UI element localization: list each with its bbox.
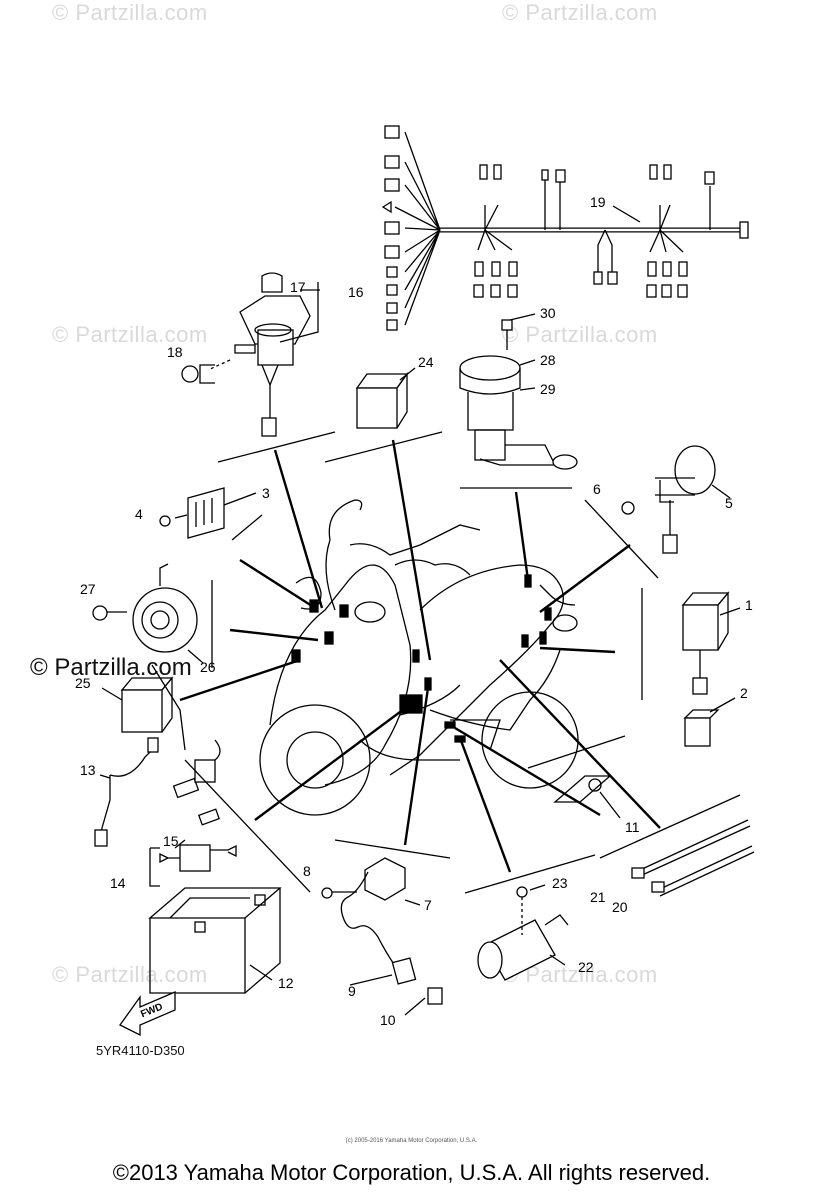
horn <box>92 563 204 664</box>
watermark: © Partzilla.com <box>52 322 208 347</box>
cable-ties <box>631 819 755 897</box>
fwd-arrow <box>119 991 176 1037</box>
watermark: © Partzilla.com <box>502 322 658 347</box>
scooter-outline <box>259 499 579 816</box>
callout-7: 7 <box>424 897 432 913</box>
callout-14: 14 <box>110 875 126 891</box>
callout-23: 23 <box>552 875 568 891</box>
callout-29: 29 <box>540 381 556 397</box>
watermark: © Partzilla.com <box>502 0 658 25</box>
callout-16: 16 <box>348 284 364 300</box>
watermark: © Partzilla.com <box>52 962 208 987</box>
callout-4: 4 <box>135 506 143 522</box>
callout-13: 13 <box>80 762 96 778</box>
copyright-small: (c) 2005-2016 Yamaha Motor Corporation, … <box>345 1138 478 1144</box>
rectifier-regulator <box>159 487 257 539</box>
callout-25: 25 <box>75 675 91 691</box>
sensor-plate <box>553 775 621 819</box>
fuel-sender <box>459 313 578 470</box>
callout-3: 3 <box>262 485 270 501</box>
flasher-relay <box>101 676 174 733</box>
relay <box>355 367 416 429</box>
callout-20: 20 <box>612 899 628 915</box>
callout-5: 5 <box>725 495 733 511</box>
diagram-code: 5YR4110-D350 <box>96 1043 185 1058</box>
watermark: © Partzilla.com <box>52 0 208 25</box>
leader-lines <box>179 439 661 873</box>
starter-relay <box>621 445 731 554</box>
callout-19: 19 <box>590 194 606 210</box>
copyright-footer: ©2013 Yamaha Motor Corporation, U.S.A. A… <box>112 1160 711 1185</box>
callout-18: 18 <box>167 344 183 360</box>
callout-8: 8 <box>303 863 311 879</box>
callout-9: 9 <box>348 983 356 999</box>
watermark-mark: © Partzilla.com <box>30 654 192 681</box>
callout-24: 24 <box>418 354 434 370</box>
callout-30: 30 <box>540 305 556 321</box>
callout-22: 22 <box>578 959 594 975</box>
callout-6: 6 <box>593 481 601 497</box>
callout-21: 21 <box>590 889 606 905</box>
main-switch-assembly <box>181 272 320 437</box>
fuse-holder <box>94 737 237 887</box>
starter-switch-relay <box>681 591 741 747</box>
callout-1: 1 <box>745 597 753 613</box>
callout-15: 15 <box>163 833 179 849</box>
wire-harness <box>381 125 749 331</box>
callout-11: 11 <box>625 819 640 835</box>
callout-28: 28 <box>540 352 556 368</box>
callout-12: 12 <box>278 975 294 991</box>
callout-10: 10 <box>380 1012 396 1028</box>
ignition-coil <box>321 857 443 1016</box>
callout-2: 2 <box>740 685 748 701</box>
callout-26: 26 <box>200 659 216 675</box>
callout-17: 17 <box>290 279 306 295</box>
section-brackets <box>151 431 741 894</box>
pickup-sensor <box>477 884 569 981</box>
callout-27: 27 <box>80 581 96 597</box>
battery <box>148 887 282 994</box>
